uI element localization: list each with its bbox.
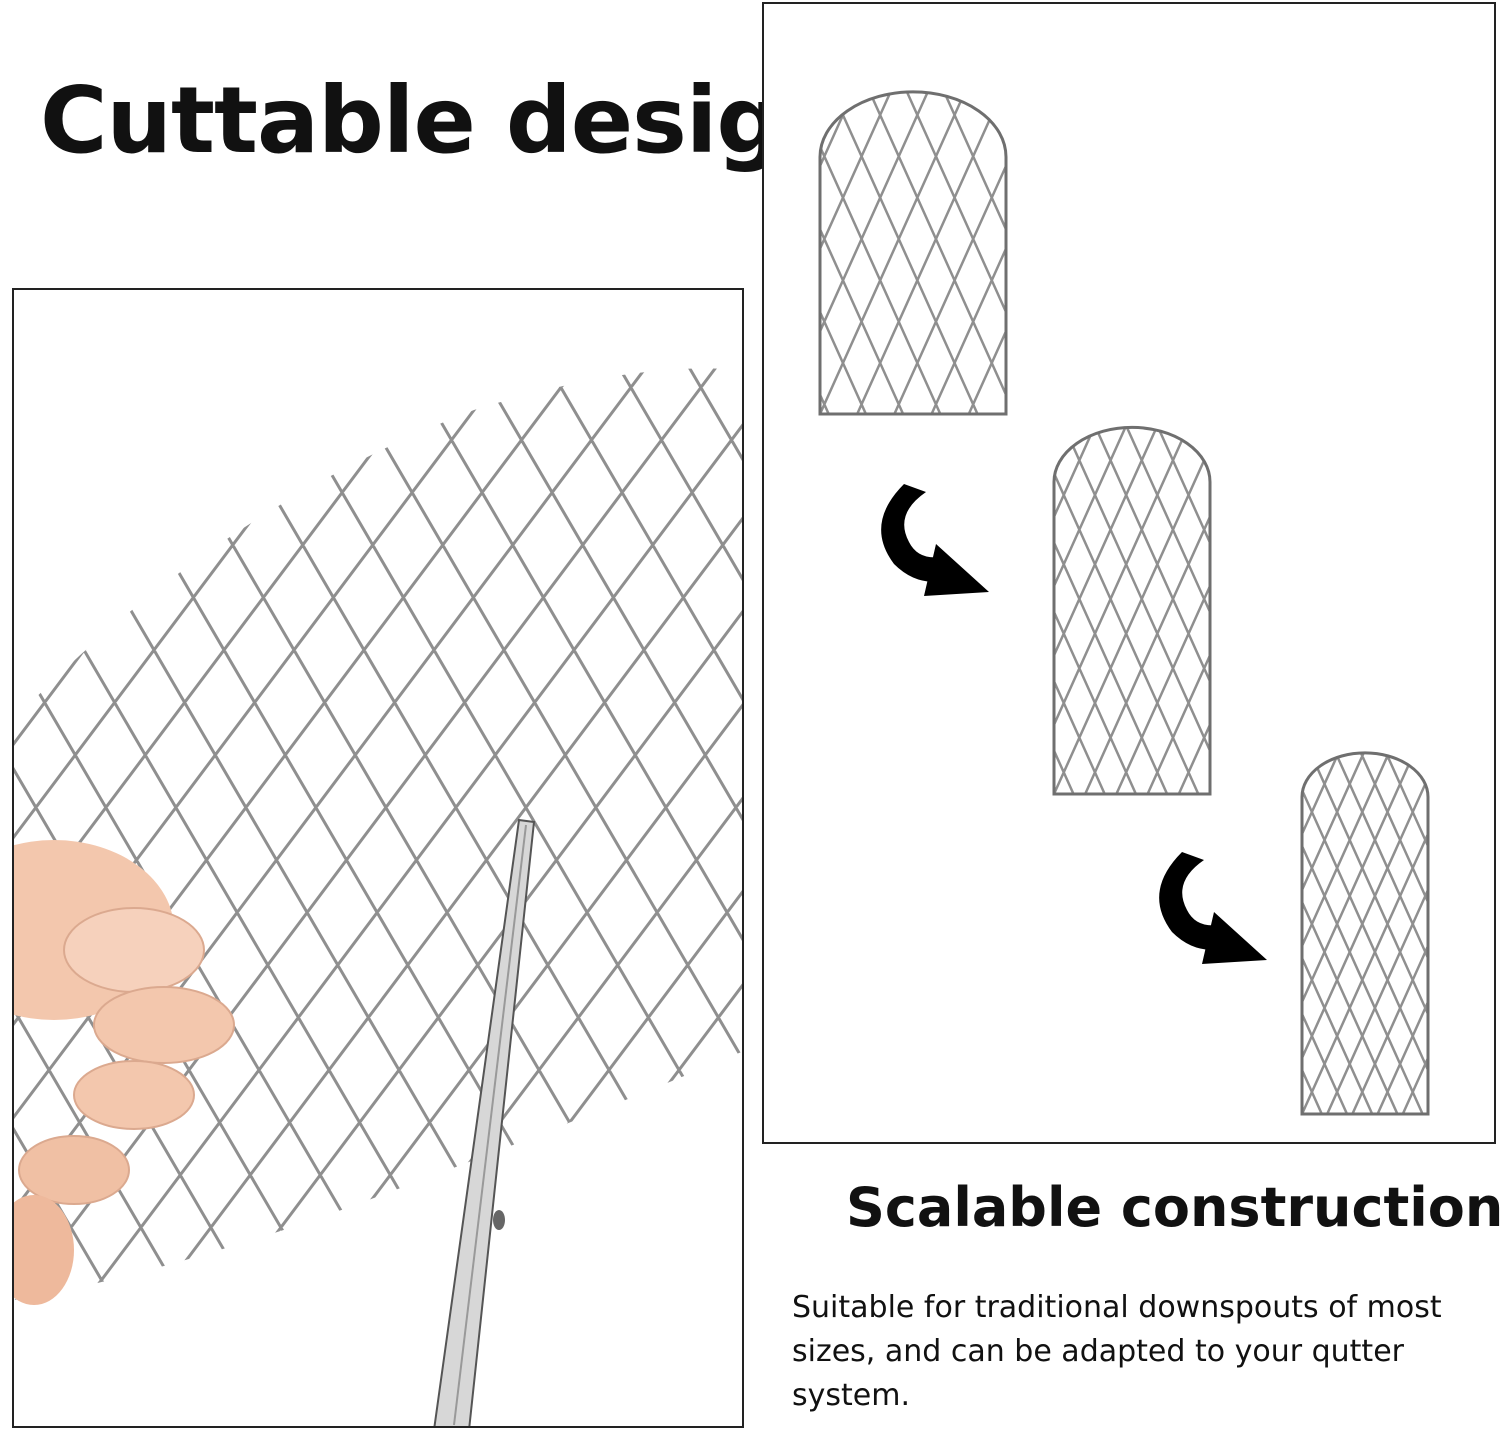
description-text: Suitable for traditional downspouts of m… (792, 1290, 1442, 1413)
cuttable-design-title: Cuttable design (40, 67, 847, 174)
scissors-image (433, 818, 536, 1426)
mesh-sheet (14, 368, 742, 1301)
scalable-construction-title: Scalable construction (846, 1176, 1500, 1239)
mesh-filter-medium (1052, 425, 1212, 796)
curved-arrow-icon-1 (881, 484, 989, 596)
curved-arrow-icon-2 (1159, 852, 1267, 964)
hand-image (14, 840, 235, 1305)
mesh-filter-small (1300, 751, 1430, 1116)
mesh-cutting-photo (12, 288, 744, 1428)
mesh-filter-large (818, 90, 1008, 416)
mesh-sizes-illustration (762, 2, 1496, 1144)
